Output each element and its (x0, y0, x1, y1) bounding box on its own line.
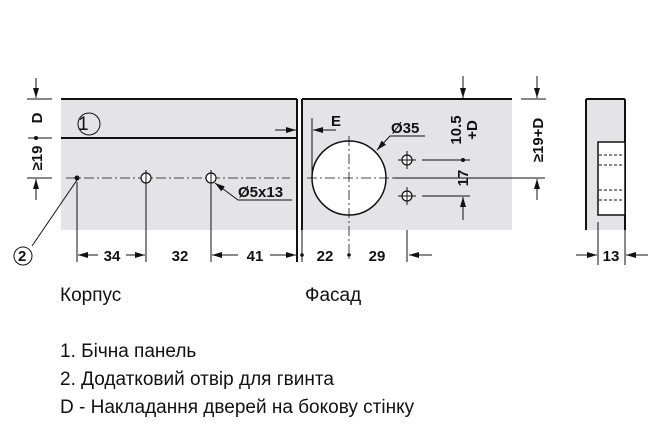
callout-1: 1 (78, 114, 89, 135)
min-19-label: ≥19 (29, 146, 46, 171)
dim-29: 29 (369, 248, 386, 265)
hole-size-label: Ø5x13 (238, 184, 283, 201)
front-label: Фасад (305, 285, 361, 306)
dim-13: 13 (603, 248, 620, 265)
overlay-d-label: D (29, 112, 46, 123)
door-section-view: 13 (576, 98, 648, 265)
cabinet-panel (61, 100, 297, 230)
callout-circle-2 (13, 246, 33, 266)
min-19-plus-d-label: ≥19+D (530, 118, 547, 163)
callout-circle-1 (77, 112, 101, 136)
dim-17: 17 (455, 170, 472, 187)
legend-item-1: 1. Бічна панель (60, 341, 196, 362)
cabinet-label: Корпус (60, 285, 121, 306)
dim-22: 22 (317, 248, 334, 265)
legend-item-d: D - Накладання дверей на бокову стінку (60, 397, 415, 418)
cup-diameter-label: Ø35 (391, 120, 419, 137)
legend-item-2: 2. Додатковий отвір для гвинта (60, 369, 334, 390)
door-front-view: E Ø35 10.5 +D 17 ≥19+D (275, 76, 547, 262)
edge-distance-e-label: E (331, 113, 341, 130)
callout-2: 2 (18, 248, 26, 265)
dim-10-5: 10.5 (448, 115, 465, 144)
dim-32: 32 (172, 248, 189, 265)
cup-recess (597, 141, 626, 216)
cabinet-side-view: 1 Ø5x13 2 D ≥19 34 32 41 (13, 78, 432, 266)
dim-41: 41 (247, 248, 264, 265)
dim-34: 34 (104, 248, 121, 265)
extra-screw-hole (74, 175, 80, 181)
dim-plus-d: +D (464, 120, 481, 140)
